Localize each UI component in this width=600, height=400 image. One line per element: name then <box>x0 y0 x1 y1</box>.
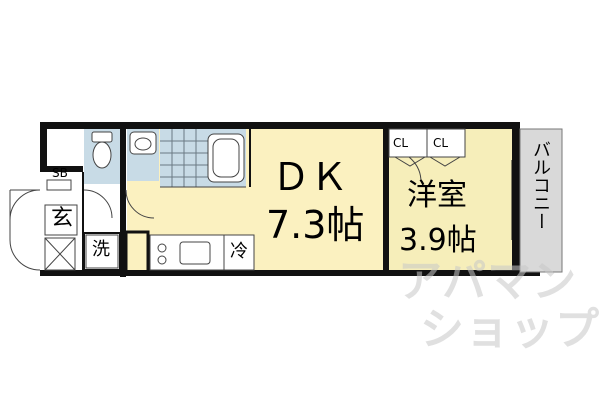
washbasin <box>127 129 159 181</box>
dk-label: ＤＫ <box>272 155 349 199</box>
closet-right-label: CL <box>433 136 449 150</box>
closet-left-label: CL <box>393 136 409 150</box>
western-room-label: 洋室 <box>407 178 467 213</box>
entrance-label: 玄 <box>51 206 74 231</box>
closets <box>388 128 466 167</box>
refrigerator-label: 冷 <box>230 241 248 262</box>
watermark-line1: アパマン <box>398 256 578 307</box>
watermark-line2: ショップ <box>420 304 600 355</box>
toilet-room <box>84 129 120 184</box>
balcony-window <box>511 160 517 240</box>
balcony-area <box>519 128 563 273</box>
partitions <box>82 129 251 270</box>
washer-label: 洗 <box>92 239 110 260</box>
western-room-size: 3.9帖 <box>399 223 477 258</box>
shoe-box-label: SB <box>52 166 68 180</box>
balcony-label: バルコニー <box>530 140 551 230</box>
entrance-area <box>9 172 83 271</box>
kitchen-counter <box>124 230 255 274</box>
bathroom <box>160 129 246 188</box>
dk-size: 7.3帖 <box>266 203 365 247</box>
